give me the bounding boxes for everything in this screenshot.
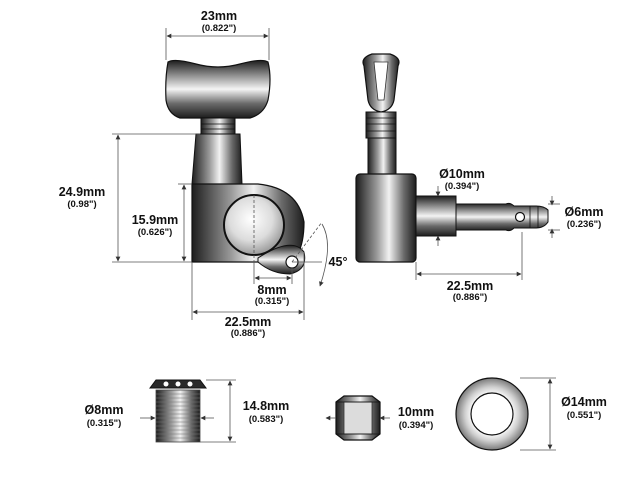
post-len-mm: 22.5mm xyxy=(447,279,494,293)
height-body-in: (0.626") xyxy=(138,227,173,238)
nut-mm: 10mm xyxy=(398,405,434,419)
shaft-dia-mm: Ø10mm xyxy=(439,167,485,181)
washer-part xyxy=(455,377,556,451)
dimension-labels: 23mm (0.822") 24.9mm (0.98") 15.9mm (0.6… xyxy=(59,9,607,431)
post-len-in: (0.886") xyxy=(453,292,488,303)
shaft-dia-in: (0.394") xyxy=(445,181,480,192)
button-collar xyxy=(200,117,236,135)
top-width-in: (0.822") xyxy=(202,23,237,34)
bushing-body xyxy=(155,389,201,443)
hole-offset-in: (0.315") xyxy=(255,296,290,307)
tuner-button xyxy=(165,59,271,119)
post-dia-in: (0.236") xyxy=(567,219,602,230)
side-housing xyxy=(355,173,417,263)
bushing-part xyxy=(140,379,236,443)
string-post xyxy=(455,202,549,232)
height-body-mm: 15.9mm xyxy=(132,213,179,227)
height-total-in: (0.98") xyxy=(67,199,96,210)
bottom-width-mm: 22.5mm xyxy=(225,315,272,329)
nut-in: (0.394") xyxy=(399,420,434,431)
side-view xyxy=(355,53,549,263)
shaft xyxy=(191,133,243,185)
washer-mm: Ø14mm xyxy=(561,395,607,409)
bottom-width-in: (0.886") xyxy=(231,328,266,339)
bush-dia-mm: Ø8mm xyxy=(85,403,124,417)
front-view xyxy=(165,59,306,275)
top-width-mm: 23mm xyxy=(201,9,237,23)
hole-offset-mm: 8mm xyxy=(257,283,286,297)
bush-dia-in: (0.315") xyxy=(87,418,122,429)
bush-len-mm: 14.8mm xyxy=(243,399,290,413)
side-bushing xyxy=(415,195,457,237)
side-shaft xyxy=(367,137,397,175)
post-dia-mm: Ø6mm xyxy=(565,205,604,219)
height-total-mm: 24.9mm xyxy=(59,185,106,199)
hex-nut-part xyxy=(325,395,390,441)
side-dimensions xyxy=(415,186,560,280)
bush-len-in: (0.583") xyxy=(249,414,284,425)
washer-in: (0.551") xyxy=(567,410,602,421)
angle-label: 45° xyxy=(329,255,348,269)
front-dimensions xyxy=(112,28,328,320)
